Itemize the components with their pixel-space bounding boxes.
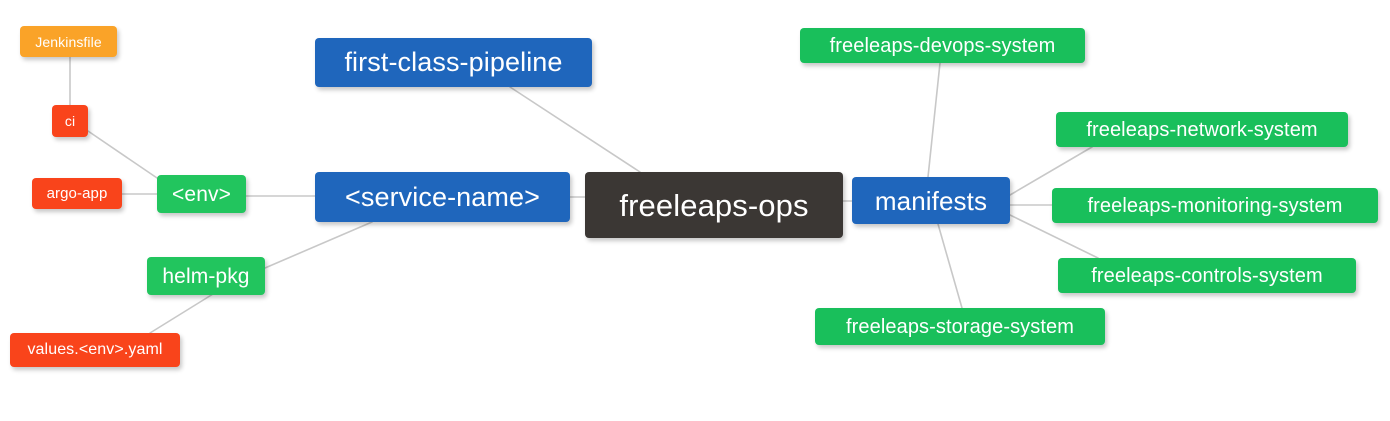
node-freeleaps-network-system[interactable]: freeleaps-network-system	[1056, 112, 1348, 147]
node-freeleaps-controls-system[interactable]: freeleaps-controls-system	[1058, 258, 1356, 293]
node-freeleaps-storage-system[interactable]: freeleaps-storage-system	[815, 308, 1105, 345]
edge-helm-pkg-to-service-name	[264, 221, 373, 269]
node-helm-pkg[interactable]: helm-pkg	[147, 257, 265, 295]
node-freeleaps-ops[interactable]: freeleaps-ops	[585, 172, 843, 238]
node-label-freeleaps-ops: freeleaps-ops	[619, 187, 809, 223]
node-ci[interactable]: ci	[52, 105, 88, 137]
node-label-first-class-pipeline: first-class-pipeline	[344, 47, 563, 77]
node-manifests[interactable]: manifests	[852, 177, 1010, 224]
node-freeleaps-monitoring-system[interactable]: freeleaps-monitoring-system	[1052, 188, 1378, 223]
node-label-jenkinsfile: Jenkinsfile	[35, 33, 102, 50]
node-label-freeleaps-controls-system: freeleaps-controls-system	[1091, 264, 1323, 287]
node-label-freeleaps-network-system: freeleaps-network-system	[1086, 118, 1318, 141]
node-jenkinsfile[interactable]: Jenkinsfile	[20, 26, 117, 57]
edge-manifests-to-freeleaps-devops-system	[927, 62, 941, 178]
node-label-service-name: <service-name>	[345, 181, 540, 212]
node-values-yaml[interactable]: values.<env>.yaml	[10, 333, 180, 367]
edge-values-yaml-to-helm-pkg	[149, 293, 214, 334]
node-freeleaps-devops-system[interactable]: freeleaps-devops-system	[800, 28, 1085, 63]
node-label-env: <env>	[172, 182, 231, 206]
node-label-freeleaps-devops-system: freeleaps-devops-system	[829, 34, 1056, 57]
node-label-helm-pkg: helm-pkg	[162, 264, 250, 288]
node-label-ci: ci	[64, 113, 76, 129]
node-label-freeleaps-monitoring-system: freeleaps-monitoring-system	[1087, 194, 1343, 217]
node-argo-app[interactable]: argo-app	[32, 178, 122, 209]
node-service-name[interactable]: <service-name>	[315, 172, 570, 222]
node-label-values-yaml: values.<env>.yaml	[27, 341, 163, 358]
node-first-class-pipeline[interactable]: first-class-pipeline	[315, 38, 592, 87]
edge-first-class-pipeline-to-freeleaps-ops	[509, 86, 641, 173]
node-label-manifests: manifests	[874, 185, 988, 216]
node-label-argo-app: argo-app	[46, 185, 108, 202]
node-env[interactable]: <env>	[157, 175, 246, 213]
edge-ci-to-env	[87, 130, 161, 181]
edge-manifests-to-freeleaps-storage-system	[937, 223, 963, 309]
node-label-freeleaps-storage-system: freeleaps-storage-system	[845, 315, 1075, 338]
